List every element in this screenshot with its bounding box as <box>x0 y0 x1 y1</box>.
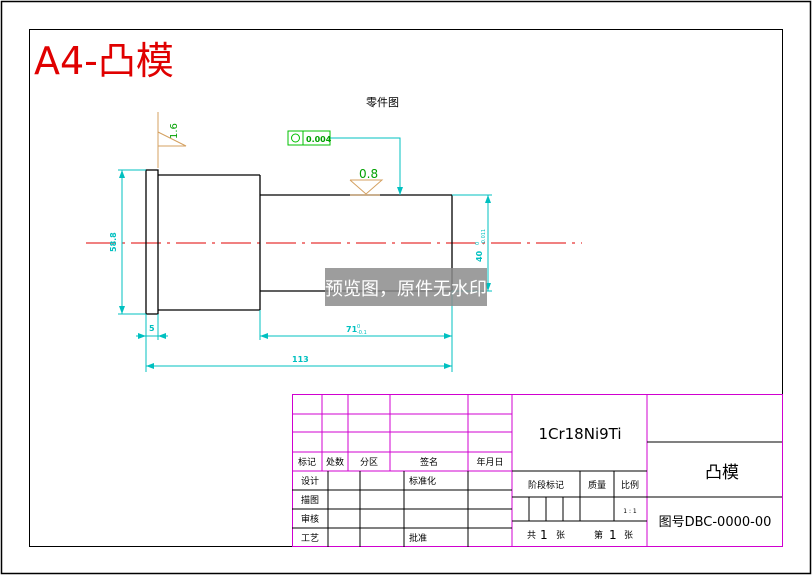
shaft-diameter-tolerance: 0-0.011 <box>475 229 487 245</box>
drawing-number-text: 图号DBC-0000-00 <box>659 515 772 530</box>
stage-mark-label: 阶段标记 <box>528 479 564 491</box>
role-drafter: 描图 <box>301 494 319 506</box>
revision-header-count: 处数 <box>326 456 344 468</box>
scale-value: 1 : 1 <box>623 508 637 515</box>
title-block-grid-magenta <box>292 394 783 547</box>
flange <box>145 169 159 315</box>
surface-finish-shaft-value: 0.8 <box>359 167 378 181</box>
shaft-length-dim: 71 <box>346 325 358 334</box>
circularity-icon <box>291 133 300 143</box>
sheets-total-prefix: 共 <box>527 530 536 541</box>
title-block: 标记 处数 分区 签名 年月日 设计 描图 审核 工艺 标准化 批准 1Cr18… <box>292 394 783 547</box>
sheets-total-unit: 张 <box>556 530 565 541</box>
surface-finish-shoulder-value: 1.6 <box>169 123 180 139</box>
revision-header-signature: 签名 <box>420 456 438 468</box>
geometric-tolerance-frame <box>287 130 331 146</box>
sheet-index-value: 1 <box>609 528 617 542</box>
weight-label: 质量 <box>588 479 606 491</box>
part-drawing-label: 零件图 <box>366 96 399 109</box>
sheets-total-value: 1 <box>540 528 548 542</box>
revision-header-mark: 标记 <box>298 456 316 468</box>
revision-header-date: 年月日 <box>476 456 503 468</box>
dimension-lines <box>118 137 492 372</box>
watermark-text: 预览图，原件无水印 <box>325 279 487 300</box>
flange-diameter-dim: 58.8 <box>109 232 118 252</box>
flange-thickness-dim: 5 <box>149 324 155 333</box>
role-process: 工艺 <box>301 533 319 544</box>
sheet-index-prefix: 第 <box>594 529 603 541</box>
material-text: 1Cr18Ni9Ti <box>538 425 621 443</box>
sheet-title: A4-凸模 <box>34 39 174 83</box>
shaft-length-tolerance: 0-0.1 <box>357 324 367 336</box>
role-designer: 设计 <box>301 475 319 487</box>
role-reviewer: 审核 <box>301 513 319 525</box>
geometric-tolerance-value: 0.004 <box>306 135 332 144</box>
overall-length-dim: 113 <box>292 355 309 364</box>
surface-finish-symbol-shaft <box>349 179 384 196</box>
surface-finish-symbol-shoulder <box>157 112 187 168</box>
sheet-index-unit: 张 <box>624 530 633 541</box>
title-block-grid-black <box>292 441 782 547</box>
part-name-text: 凸模 <box>705 463 739 483</box>
approval-label: 批准 <box>409 532 427 544</box>
scale-label: 比例 <box>621 479 639 491</box>
shaft-diameter-dim: 40 <box>475 250 484 262</box>
revision-header-zone: 分区 <box>360 457 378 468</box>
dimension-arrows <box>119 170 491 369</box>
standardization-label: 标准化 <box>409 475 436 487</box>
watermark-box <box>325 268 487 306</box>
